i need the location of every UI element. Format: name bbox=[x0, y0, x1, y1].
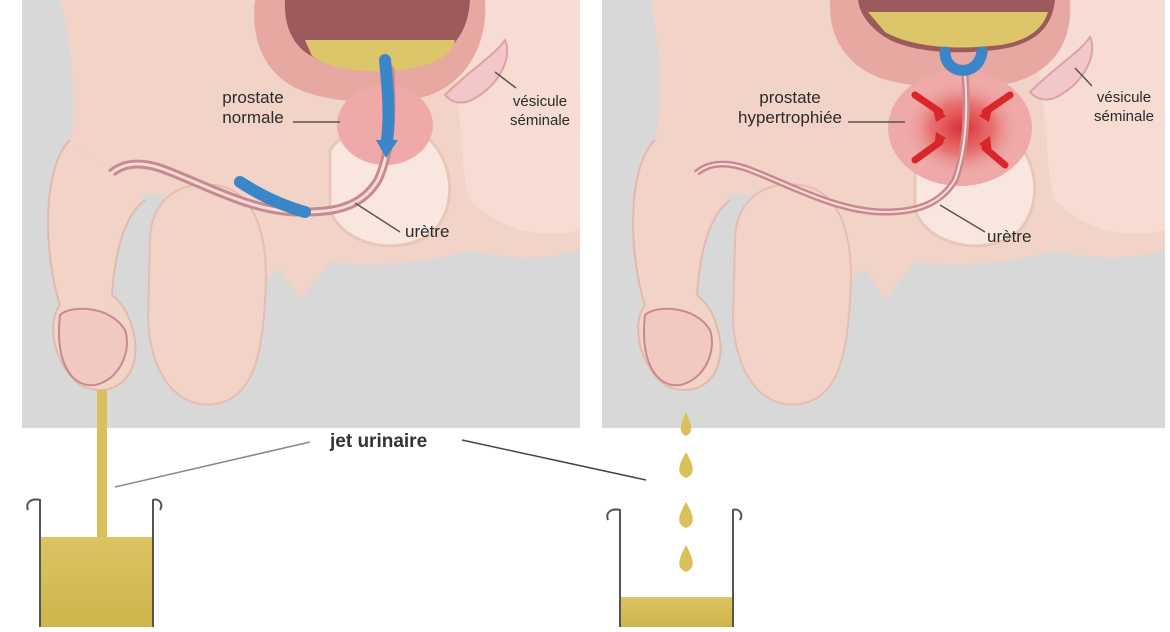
left-flow-arrow-horizontal bbox=[234, 176, 311, 218]
left-urethra-label: urètre bbox=[405, 222, 450, 241]
right-seminal-vesicle bbox=[1028, 34, 1094, 101]
left-urine-stream bbox=[97, 390, 107, 540]
left-prostate-label-line1: prostate bbox=[222, 88, 284, 107]
left-scrotum bbox=[146, 183, 267, 406]
stream-leader-right bbox=[461, 439, 647, 481]
left-prostate-label-line2: normale bbox=[222, 108, 284, 127]
stream-leader-left bbox=[114, 441, 311, 488]
right-flow-arrow-blocked bbox=[939, 46, 988, 76]
right-panel bbox=[602, 0, 1165, 628]
right-bladder-urine bbox=[868, 12, 1048, 48]
left-urethra-leader bbox=[354, 202, 401, 233]
left-vesicle-label-line2: séminale bbox=[509, 112, 571, 129]
left-panel bbox=[22, 0, 580, 628]
stream-label: jet urinaire bbox=[330, 431, 428, 452]
right-vesicle-label: vésicule séminale bbox=[1082, 88, 1166, 126]
left-vesicle-label: vésicule séminale bbox=[500, 92, 580, 130]
right-urethra-leader bbox=[939, 204, 986, 233]
right-prostate-label-line2: hypertrophiée bbox=[738, 108, 842, 127]
left-flow-arrow-head bbox=[376, 140, 398, 158]
left-bladder-urine bbox=[305, 40, 455, 72]
left-vesicle-leader bbox=[494, 71, 517, 89]
right-glans bbox=[643, 307, 713, 387]
left-glans bbox=[58, 307, 128, 387]
right-prostate-label-line1: prostate bbox=[759, 88, 821, 107]
urine-droplets bbox=[679, 412, 693, 572]
right-vesicle-label-line2: séminale bbox=[1093, 108, 1155, 125]
left-prostate-label: prostate normale bbox=[212, 88, 294, 128]
left-seminal-vesicle bbox=[443, 37, 509, 104]
left-vesicle-label-line1: vésicule bbox=[512, 93, 568, 110]
right-beaker-urine bbox=[621, 597, 732, 627]
right-prostate-label: prostate hypertrophiée bbox=[730, 88, 850, 128]
right-vesicle-label-line1: vésicule bbox=[1096, 89, 1152, 106]
left-beaker-urine bbox=[41, 537, 152, 627]
right-urethra-label: urètre bbox=[987, 227, 1032, 246]
right-vesicle-leader bbox=[1074, 67, 1093, 87]
left-flow-arrow-vertical bbox=[379, 54, 395, 146]
right-scrotum bbox=[731, 183, 852, 406]
